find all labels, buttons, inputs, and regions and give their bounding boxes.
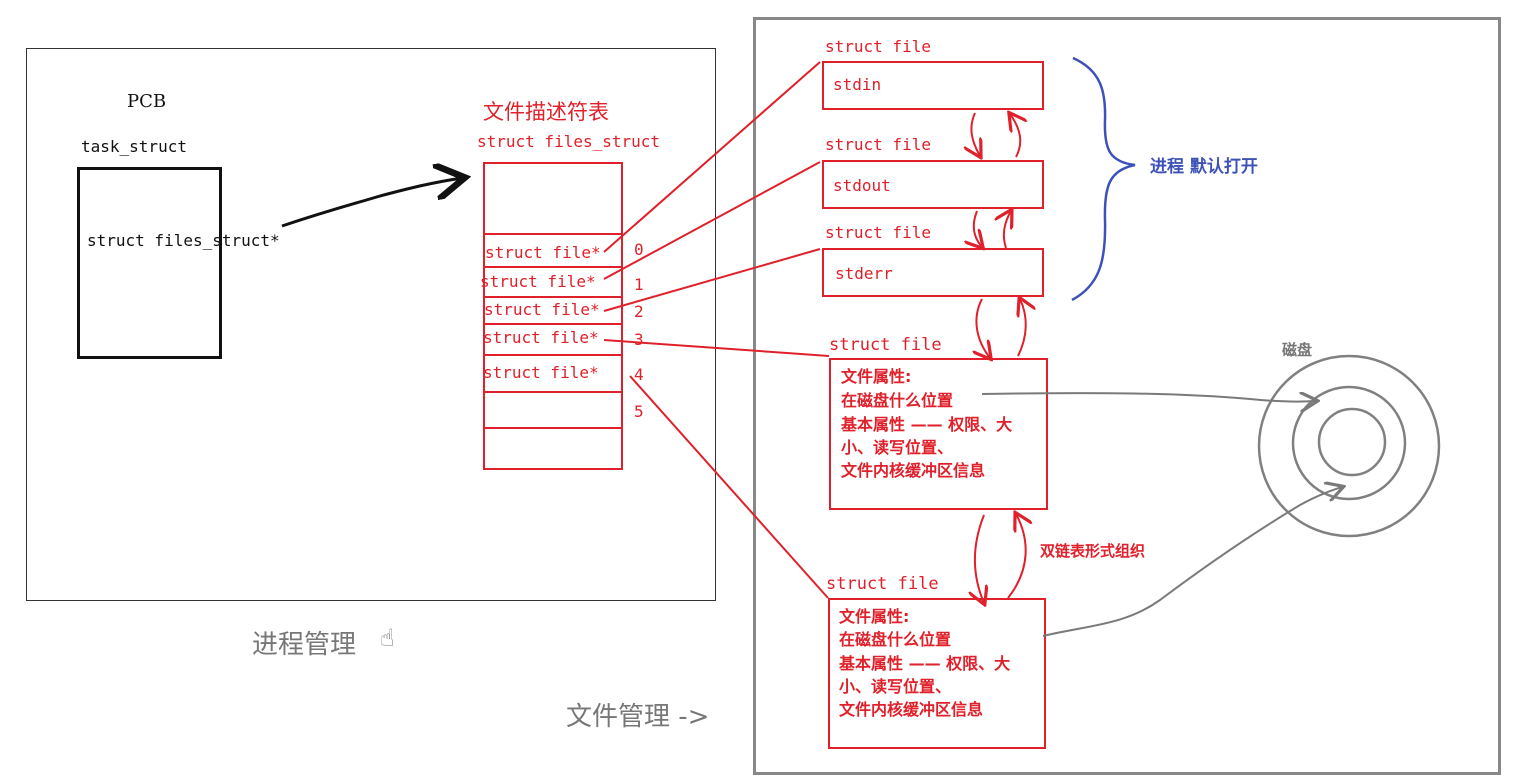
file-attr-line: 基本属性 —— 权限、大 [839,654,1011,673]
fd-index: 1 [634,275,644,294]
link-down-arrow [976,298,990,358]
file-attr-line: 文件内核缓冲区信息 [839,700,984,719]
fd2-to-stderr-line [603,248,821,312]
link-up-arrow [1004,211,1011,249]
struct-file-label: struct file [825,223,931,242]
fd-index: 2 [634,302,644,321]
task-struct-label: task_struct [81,137,187,156]
stdin-label: stdin [833,75,882,94]
link-down-arrow [974,210,982,247]
file-to-disk-arrow [981,393,1316,402]
stdout-label: stdout [833,176,891,195]
files-struct-label: struct files_struct [477,132,661,151]
fd-entry: struct file* [483,363,599,382]
struct-file-label: struct file [829,335,942,355]
file-attr-line: 小、读写位置、 [841,438,954,457]
fd1-to-stdout-line [603,161,821,280]
fd-entry: struct file* [485,243,601,262]
link-up-arrow [1018,299,1026,357]
fd-index: 5 [634,402,644,421]
file-attr-line: 文件属性: [839,607,910,626]
file-attr-line: 小、读写位置、 [839,677,952,696]
stdin-box [822,61,1044,110]
file-attr-line: 文件内核缓冲区信息 [841,461,986,480]
struct-file-label: struct file [825,37,931,56]
default-open-note: 进程 默认打开 [1150,157,1258,177]
pcb-label: PCB [127,91,167,112]
fd-entry: struct file* [484,300,600,319]
file-attr-line: 在磁盘什么位置 [839,630,952,649]
file-struct-box [829,358,1048,510]
file-attr-line: 文件属性: [841,367,912,386]
disk-icon [1257,354,1441,538]
fd-table-title: 文件描述符表 [483,100,609,124]
fd-entry: struct file* [483,328,599,347]
doubly-linked-list-note: 双链表形式组织 [1040,542,1146,560]
link-up-arrow [1010,114,1020,158]
fd4-to-file-line [629,375,829,599]
file-management-caption: 文件管理 -> [566,702,710,732]
link-down-arrow [975,514,984,603]
pcb-box [77,167,222,359]
stderr-box [822,248,1044,297]
fd3-to-file-line [603,339,830,357]
struct-file-label: struct file [826,574,939,594]
default-open-brace [1071,56,1136,302]
stdout-box [822,160,1044,209]
fd-index: 3 [634,330,644,349]
fd-entry: struct file* [480,272,596,291]
file-to-disk-arrow [1042,487,1342,637]
link-up-arrow [1007,514,1026,599]
file-attr-line: 在磁盘什么位置 [841,391,954,410]
pointer-hand-icon: ☝ [380,624,395,652]
process-management-area [26,48,716,601]
pcb-to-fd-table-arrow [281,178,462,228]
file-struct-box [828,598,1046,749]
fd0-to-stdin-line [603,61,821,253]
fd-table [483,162,623,470]
files-struct-pointer: struct files_struct* [87,231,280,250]
disk-label: 磁盘 [1282,341,1313,359]
process-management-caption: 进程管理 [252,630,357,660]
file-management-area [753,17,1501,775]
file-attr-line: 基本属性 —— 权限、大 [841,415,1013,434]
fd-index: 4 [634,365,644,384]
struct-file-label: struct file [825,135,931,154]
fd-index: 0 [634,240,644,259]
stderr-label: stderr [835,264,893,283]
link-down-arrow [971,112,980,156]
